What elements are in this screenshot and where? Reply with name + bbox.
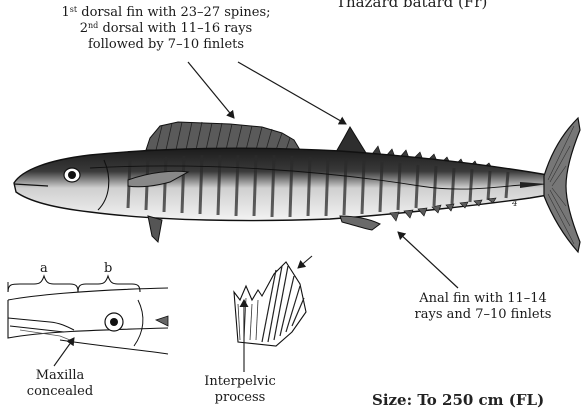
inset-pectoral — [156, 316, 168, 326]
brace-label-a: a — [40, 261, 48, 276]
inset-maxilla — [10, 326, 64, 332]
anal-fin — [340, 216, 380, 230]
interpelvic-detail — [234, 256, 312, 372]
brace-a — [8, 276, 78, 292]
caudal-fin — [544, 118, 580, 252]
dorsal-pointer-arrows — [188, 62, 346, 124]
inset-throat — [60, 340, 168, 354]
second-dorsal-fin — [336, 127, 366, 153]
brace-label-b: b — [104, 261, 112, 276]
small-pointer-arrow — [298, 256, 312, 268]
artist-signature: 4 — [511, 199, 518, 209]
maxilla-pointer-arrow — [54, 338, 74, 366]
arrow-to-anal-fin — [398, 232, 458, 288]
arrow-to-first-dorsal — [188, 62, 234, 118]
inset-gill — [134, 300, 143, 346]
inset-snout — [8, 318, 74, 330]
inset-head-outline — [8, 288, 168, 338]
fish-body — [14, 148, 548, 220]
fish-pupil — [68, 171, 76, 179]
head-detail-inset: a b — [8, 261, 168, 366]
arrow-to-second-dorsal — [238, 62, 346, 124]
pelvic-fin — [148, 216, 162, 242]
wahoo-fish-illustration: 4 — [14, 118, 580, 252]
inset-pupil — [110, 318, 118, 326]
